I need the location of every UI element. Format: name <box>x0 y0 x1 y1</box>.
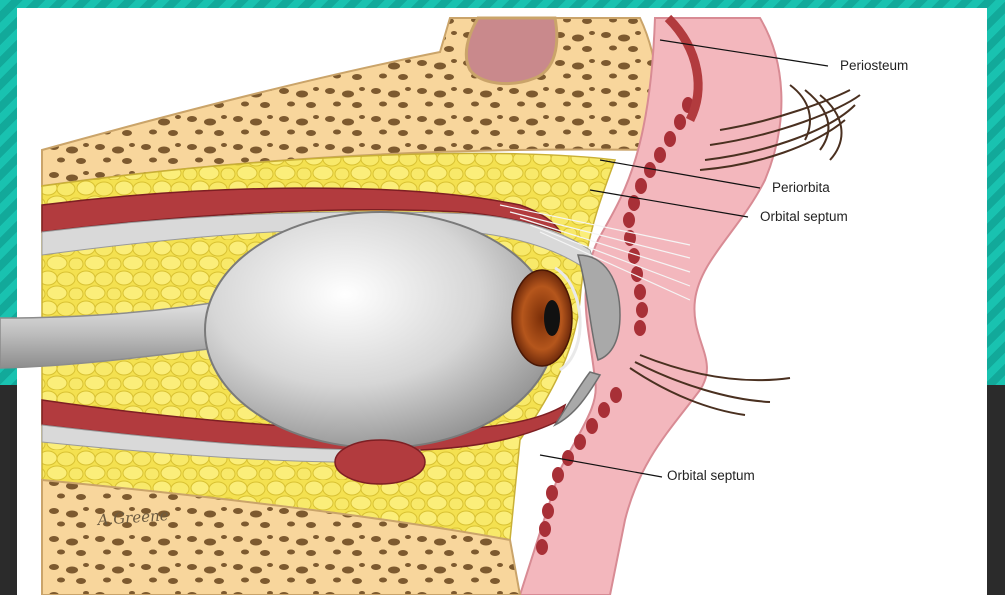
frontal-sinus-shape <box>466 18 557 84</box>
inferior-oblique-muscle <box>335 440 425 484</box>
label-periorbita: Periorbita <box>772 180 830 195</box>
pupil-shape <box>544 300 560 336</box>
label-orbital-septum-lower: Orbital septum <box>667 468 755 483</box>
label-orbital-septum-upper: Orbital septum <box>760 209 848 224</box>
iris-shape <box>512 270 572 366</box>
eyeball-shape <box>205 212 555 448</box>
label-periosteum: Periosteum <box>840 58 908 73</box>
